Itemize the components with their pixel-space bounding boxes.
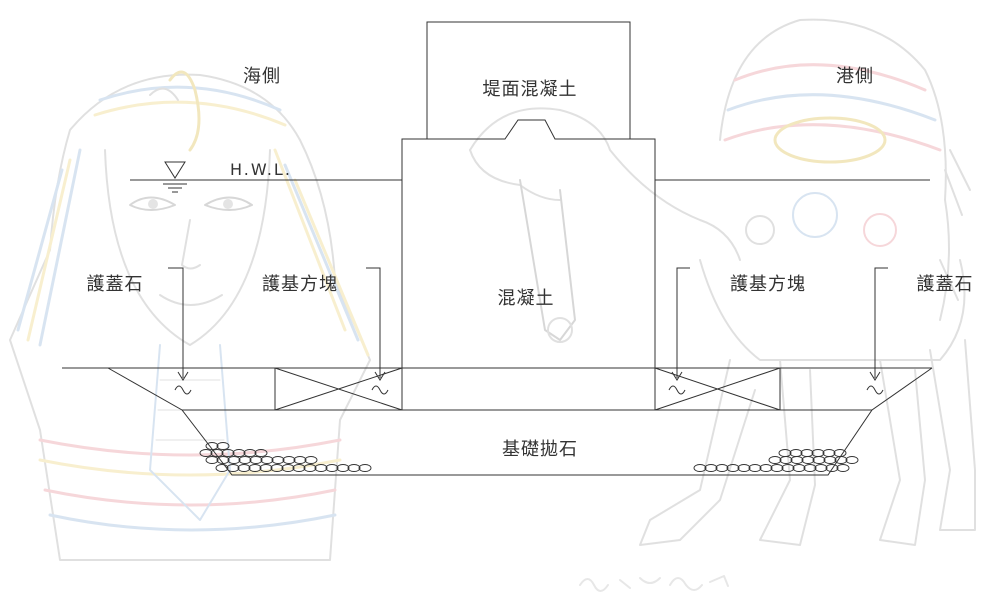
foot-block-left <box>274 367 403 411</box>
rubble-stone <box>215 464 229 472</box>
rubble-stone <box>249 456 263 464</box>
rubble-stone <box>803 464 817 472</box>
rubble-stone <box>216 442 230 450</box>
rubble-stone <box>781 464 795 472</box>
concrete-caisson: 混凝土 <box>401 119 656 410</box>
rubble-stone <box>779 456 793 464</box>
pharaoh-mask-sketch <box>9 70 371 561</box>
rubble-stones-left <box>199 442 372 472</box>
rubble-stone <box>704 464 718 472</box>
rubble-stone <box>790 456 804 464</box>
foot-block-right-label: 護基方塊 <box>730 274 806 295</box>
rubble-stone <box>199 449 213 457</box>
rubble-stone <box>845 456 859 464</box>
crown-concrete-label: 堤面混凝土 <box>483 79 578 100</box>
sea-side-label: 海側 <box>243 66 281 87</box>
hwl-label: H.W.L. <box>230 160 292 179</box>
rubble-stone <box>325 464 339 472</box>
leader-foot-block-left <box>366 267 389 395</box>
rubble-stone <box>726 464 740 472</box>
rubble-stone <box>834 456 848 464</box>
rubble-stone <box>800 449 814 457</box>
rubble-stone <box>358 464 372 472</box>
rubble-stone <box>248 464 262 472</box>
rubble-stone <box>238 456 252 464</box>
rubble-stone <box>778 449 792 457</box>
rubble-stone <box>336 464 350 472</box>
rubble-stone <box>216 456 230 464</box>
rubble-stone <box>293 456 307 464</box>
rubble-stone <box>789 449 803 457</box>
rubble-stone <box>282 456 296 464</box>
rubble-stone <box>314 464 328 472</box>
rubble-stone <box>243 449 257 457</box>
rubble-stone <box>226 464 240 472</box>
rubble-stones-right <box>693 449 859 472</box>
rubble-stone <box>205 442 219 450</box>
rubble-stone <box>304 456 318 464</box>
rubble-stone <box>811 449 825 457</box>
rubble-stone <box>260 456 274 464</box>
harbor-side-label: 港側 <box>836 66 874 87</box>
rubble-stone <box>812 456 826 464</box>
rubble-stone <box>770 464 784 472</box>
rubble-stone <box>303 464 317 472</box>
rubble-stone <box>259 464 273 472</box>
rubble-stone <box>759 464 773 472</box>
rubble-stone <box>823 456 837 464</box>
concrete-label: 混凝土 <box>498 288 555 309</box>
leader-foot-block-right <box>668 267 690 395</box>
rubble-stone <box>227 456 241 464</box>
armor-stone-right-label: 護蓋石 <box>917 274 974 295</box>
rubble-stone <box>693 464 707 472</box>
crown-concrete-block: 堤面混凝土 <box>426 21 631 139</box>
rubble-stone <box>237 464 251 472</box>
rubble-stone <box>737 464 751 472</box>
rubble-stone <box>715 464 729 472</box>
water-level-triangle-icon <box>164 161 186 179</box>
rubble-stone <box>281 464 295 472</box>
rubble-stone <box>768 456 782 464</box>
armor-stone-left-label: 護蓋石 <box>87 274 144 295</box>
high-water-level: H.W.L. <box>130 160 930 193</box>
rubble-stone <box>270 464 284 472</box>
rubble-stone <box>801 456 815 464</box>
foot-block-left-label: 護基方塊 <box>262 274 338 295</box>
rubble-stone <box>271 456 285 464</box>
rubble-stone <box>822 449 836 457</box>
rubble-stone <box>210 449 224 457</box>
rubble-stone <box>836 464 850 472</box>
rubble-stone <box>814 464 828 472</box>
rubble-stone <box>347 464 361 472</box>
rubble-stone <box>825 464 839 472</box>
leader-armor-stone-right <box>866 267 888 395</box>
rubble-stone <box>833 449 847 457</box>
rubble-stone <box>792 464 806 472</box>
leader-armor-stone-left <box>168 267 192 395</box>
foot-block-right <box>654 367 781 411</box>
rubble-stone <box>748 464 762 472</box>
rubble-stone <box>292 464 306 472</box>
rubble-stone <box>254 449 268 457</box>
rubble-stone <box>205 456 219 464</box>
camel-sketch <box>469 18 976 592</box>
rubble-stone <box>221 449 235 457</box>
rubble-mound-label: 基礎拋石 <box>502 439 578 460</box>
rubble-stone <box>232 449 246 457</box>
rubble-mound: 基礎拋石 <box>107 367 933 476</box>
